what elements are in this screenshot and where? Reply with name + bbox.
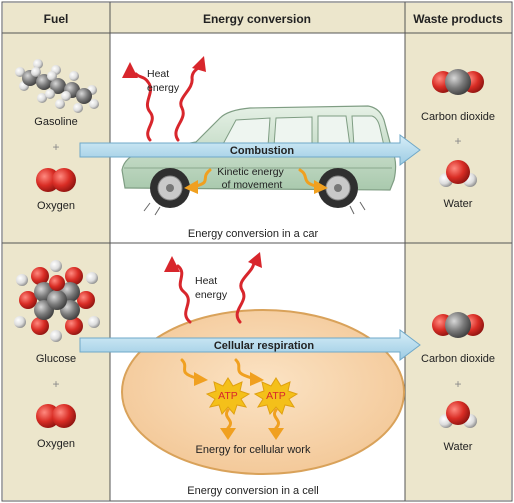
water-molecule-icon — [439, 401, 477, 428]
glucose-molecule-icon — [14, 260, 100, 342]
car-fuel-plus: + — [52, 140, 59, 154]
atp-flow-arrowhead-icon — [220, 428, 236, 440]
gasoline-label: Gasoline — [34, 116, 77, 128]
carbon-dioxide-label: Carbon dioxide — [421, 353, 495, 365]
heat-arrow-icon — [134, 72, 154, 142]
kinetic-arrowhead-icon — [184, 180, 198, 194]
heat-arrowhead-icon — [122, 62, 138, 78]
heat-arrow-icon — [235, 260, 256, 324]
car-waste-plus: + — [454, 134, 461, 148]
atp-flow-arrow-icon — [180, 358, 281, 430]
header-energy-conversion: Energy conversion — [203, 12, 311, 26]
oxygen-molecule-icon — [36, 168, 76, 192]
car-caption: Energy conversion in a car — [188, 228, 319, 240]
cell-heat-label: Heat energy — [195, 275, 228, 301]
atp-flow-arrowhead-icon — [268, 428, 284, 440]
kinetic-arrowhead-icon — [314, 180, 328, 194]
gasoline-molecule-icon — [15, 59, 99, 113]
car-heat-label: Heat energy — [147, 68, 180, 94]
heat-arrow-icon — [176, 264, 192, 324]
oxygen-label: Oxygen — [37, 438, 75, 450]
kinetic-arrow-icon — [194, 168, 318, 188]
header-waste-products: Waste products — [413, 12, 503, 26]
cell-fuel-plus: + — [52, 377, 59, 391]
cellular-respiration-arrow — [79, 329, 421, 361]
combustion-arrow — [79, 134, 421, 166]
water-molecule-icon — [439, 160, 477, 187]
cellular-respiration-label: Cellular respiration — [214, 340, 315, 352]
atp-label-2: ATP — [266, 390, 286, 402]
atp-label-1: ATP — [218, 390, 238, 402]
water-label: Water — [444, 198, 473, 210]
oxygen-molecule-icon — [36, 404, 76, 428]
atp-flow-arrowhead-icon — [250, 372, 264, 386]
glucose-label: Glucose — [36, 353, 76, 365]
atp-flow-arrowhead-icon — [194, 372, 208, 386]
heat-arrowhead-icon — [164, 256, 180, 272]
atp-burst-icon — [205, 377, 251, 415]
cell-waste-plus: + — [454, 377, 461, 391]
header-fuel: Fuel — [44, 12, 69, 26]
heat-arrowhead-icon — [248, 252, 262, 268]
heat-arrowhead-icon — [192, 56, 206, 72]
water-label: Water — [444, 441, 473, 453]
cell-caption: Energy conversion in a cell — [187, 485, 318, 497]
atp-burst-icon — [253, 377, 299, 415]
kinetic-label: Kinetic energy of movement — [217, 166, 286, 191]
carbon-dioxide-molecule-icon — [432, 312, 484, 338]
carbon-dioxide-label: Carbon dioxide — [421, 111, 495, 123]
carbon-dioxide-molecule-icon — [432, 69, 484, 95]
cellular-work-label: Energy for cellular work — [196, 444, 311, 456]
heat-arrow-icon — [174, 66, 200, 142]
oxygen-label: Oxygen — [37, 200, 75, 212]
combustion-label: Combustion — [230, 145, 294, 157]
